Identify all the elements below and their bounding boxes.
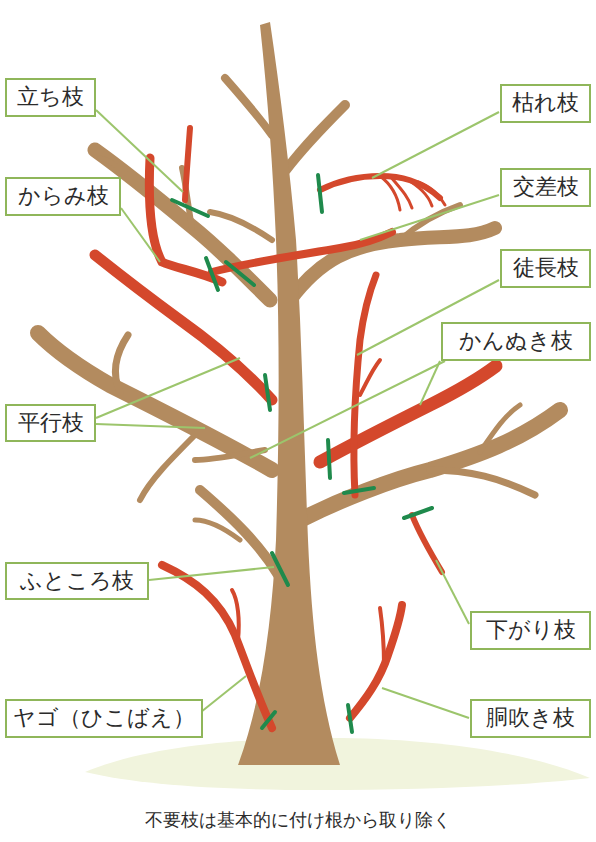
unwanted-branches <box>95 128 496 728</box>
unwanted-branches <box>380 176 400 210</box>
unwanted-branches <box>185 128 190 200</box>
cut-marks <box>404 508 432 518</box>
branch-label: 下がり枝 <box>486 617 576 643</box>
label-box: からみ枝 <box>5 177 121 216</box>
leader-lines <box>436 560 469 624</box>
unwanted-branches <box>232 590 239 640</box>
brown-branches <box>115 335 128 392</box>
leader-lines <box>420 361 440 405</box>
branch-label: 徒長枝 <box>513 255 579 281</box>
leader-lines <box>250 361 445 458</box>
label-box: 枯れ枝 <box>500 84 591 123</box>
label-box: ふところ枝 <box>5 562 149 600</box>
unwanted-branches <box>360 360 380 395</box>
branch-label: 立ち枝 <box>17 84 84 110</box>
cut-marks <box>272 553 288 585</box>
cut-marks <box>318 175 322 212</box>
unwanted-branches <box>350 605 402 718</box>
cut-marks <box>262 712 275 728</box>
brown-branches <box>140 430 200 500</box>
brown-branches <box>210 212 272 240</box>
cut-marks <box>206 258 218 290</box>
caption: 不要枝は基本的に付け根から取り除く <box>0 808 596 832</box>
leader-lines <box>96 424 205 428</box>
cut-marks <box>344 488 374 493</box>
leader-lines <box>372 112 499 178</box>
leader-lines <box>382 688 469 718</box>
leader-lines <box>96 358 240 418</box>
brown-branches <box>430 470 535 495</box>
cut-marks <box>348 705 352 732</box>
cut-marks <box>265 375 270 410</box>
leader-lines <box>201 676 246 712</box>
trunk <box>238 22 340 765</box>
brown-branches <box>480 405 520 452</box>
leader-lines <box>96 110 499 718</box>
brown-branches <box>300 410 560 520</box>
leader-lines <box>149 567 274 580</box>
brown-branches <box>290 228 495 300</box>
label-box: 下がり枝 <box>470 611 591 650</box>
unwanted-branches <box>418 182 445 205</box>
unwanted-branches <box>149 158 222 282</box>
label-box: 徒長枝 <box>500 249 591 288</box>
branch-label: 枯れ枝 <box>512 90 579 116</box>
branch-label: かんぬき枝 <box>459 328 573 354</box>
branch-label: 胴吹き枝 <box>486 705 575 731</box>
label-box: 平行枝 <box>5 404 96 442</box>
brown-branches <box>286 105 345 170</box>
label-box: かんぬき枝 <box>441 322 591 361</box>
branch-label: 交差枝 <box>513 174 579 200</box>
brown-branches <box>225 78 272 135</box>
label-box: 立ち枝 <box>5 78 96 117</box>
unwanted-branches <box>95 255 272 400</box>
trunk <box>238 22 340 765</box>
cut-marks <box>172 175 432 732</box>
branch-label: ふところ枝 <box>20 568 134 594</box>
brown-branches <box>38 333 272 470</box>
brown-branches <box>200 490 278 575</box>
label-box: ヤゴ（ひこばえ） <box>5 699 203 738</box>
leader-lines <box>121 208 160 262</box>
cut-marks <box>172 200 208 216</box>
unwanted-branches <box>380 608 384 665</box>
label-box: 胴吹き枝 <box>470 699 591 738</box>
leader-lines <box>360 195 499 240</box>
branch-label: からみ枝 <box>18 183 109 209</box>
unwanted-branches <box>320 176 440 198</box>
label-box: 交差枝 <box>500 168 591 207</box>
cut-marks <box>226 262 254 285</box>
brown-branches <box>195 520 240 540</box>
branch-label: 平行枝 <box>18 410 84 436</box>
cut-marks <box>328 440 330 478</box>
branch-label: ヤゴ（ひこばえ） <box>13 705 195 731</box>
